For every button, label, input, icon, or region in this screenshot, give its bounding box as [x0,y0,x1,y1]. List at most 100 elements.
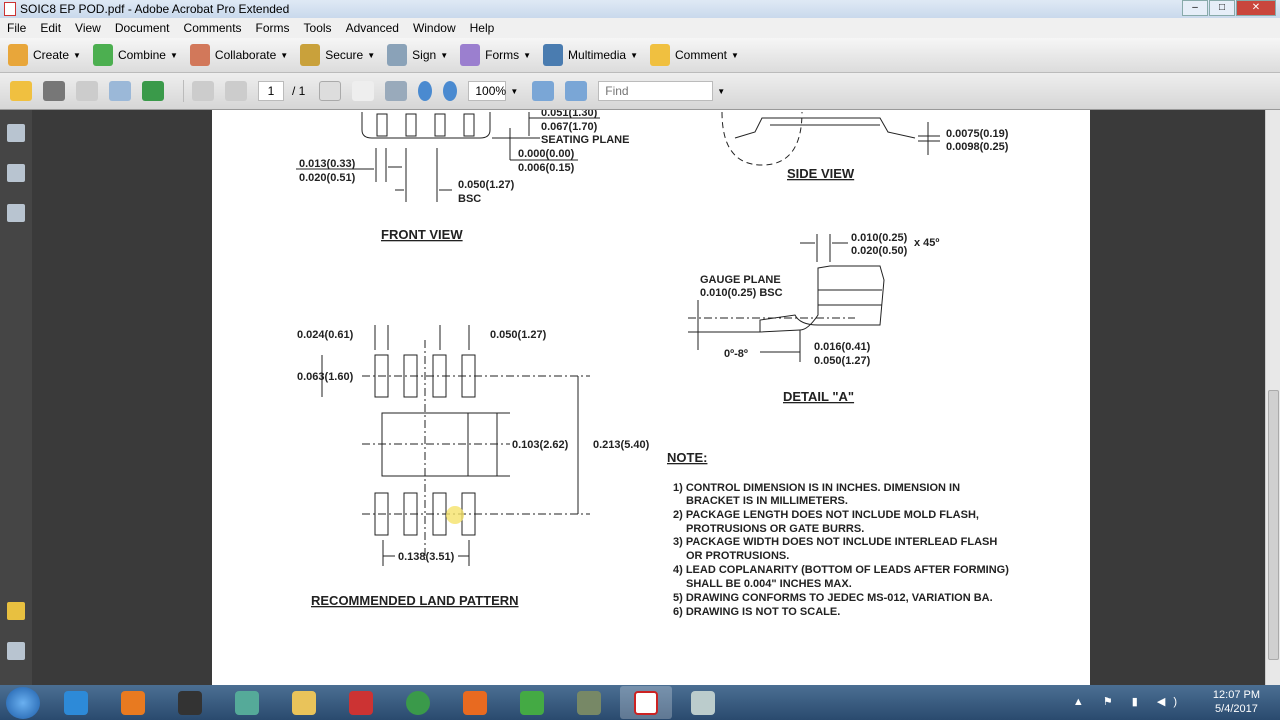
front-dim-3a: 0.013(0.33) [299,158,356,170]
print-icon[interactable] [43,81,65,101]
taskbar-explorer[interactable] [278,686,330,719]
minimize-button[interactable]: – [1182,0,1208,16]
taskbar-pads[interactable] [563,686,615,719]
clock[interactable]: 12:07 PM 5/4/2017 [1213,688,1260,716]
note-line: 1) CONTROL DIMENSION IS IN INCHES. DIMEN… [673,482,960,494]
zoom-dropdown-icon[interactable]: ▼ [510,86,519,96]
menu-view[interactable]: View [75,21,101,35]
package-drawing: 0.051(1.30) 0.067(1.70) SEATING PLANE 0.… [296,107,1009,618]
task-multimedia-button[interactable]: Multimedia▼ [543,44,638,66]
cursor-highlight [446,506,464,524]
open-icon[interactable] [10,81,32,101]
collaborate-icon [189,44,210,66]
taskbar-acrobat[interactable] [620,686,672,719]
attachments-icon[interactable] [7,642,25,660]
marquee-zoom-icon[interactable] [385,81,408,101]
menu-bar: File Edit View Document Comments Forms Tools Ad… [0,18,1280,38]
pad-width-dim: 0.024(0.61) [297,329,354,341]
side-view-title: SIDE VIEW [787,166,855,181]
taskbar-calculator[interactable] [677,686,729,719]
clock-date: 5/4/2017 [1215,703,1258,715]
task-forms-button[interactable]: Forms▼ [460,44,531,66]
task-create-button[interactable]: Create▼ [8,44,81,66]
menu-help[interactable]: Help [469,21,495,35]
taskbar-snip[interactable] [221,686,273,719]
seating-plane-label: SEATING PLANE [541,134,629,146]
fit-width-icon[interactable] [532,81,555,101]
note-line: PROTRUSIONS OR GATE BURRS. [686,523,864,535]
menu-file[interactable]: File [7,21,27,35]
pages-icon[interactable] [7,124,25,142]
page-total: / 1 [292,84,306,98]
start-button[interactable] [6,686,40,719]
front-dim-4b: BSC [458,193,481,205]
taskbar-chrome[interactable] [392,686,444,719]
gauge-plane-label: GAUGE PLANE [700,274,781,286]
bookmarks-icon[interactable] [7,164,25,182]
signatures-icon[interactable] [7,204,25,222]
menu-window[interactable]: Window [412,21,456,35]
zoom-in-icon[interactable] [443,81,458,101]
note-line: 6) DRAWING IS NOT TO SCALE. [673,606,840,618]
clock-time: 12:07 PM [1212,689,1260,701]
combine-icon [92,44,113,66]
previous-page-icon[interactable] [192,81,214,101]
taskbar-app3[interactable] [506,686,558,719]
task-combine-button[interactable]: Combine▼ [92,44,178,66]
email-icon[interactable] [109,81,131,101]
task-collaborate-button[interactable]: Collaborate▼ [189,44,288,66]
menu-edit[interactable]: Edit [40,21,62,35]
task-sign-button[interactable]: Sign▼ [387,44,448,66]
comments-icon[interactable] [7,602,25,620]
front-dim-1b: 0.067(1.70) [541,121,598,133]
taskbar-ie[interactable] [50,686,102,719]
select-tool-icon[interactable] [319,81,342,101]
side-dim-b: 0.0098(0.25) [946,141,1009,153]
system-tray[interactable]: ▲ ⚑ ▮ ◀) [1072,696,1185,708]
menu-comments[interactable]: Comments [183,21,242,35]
scrollbar-thumb[interactable] [1268,390,1279,660]
create-icon [8,44,28,66]
pad-pitch-dim: 0.050(1.27) [490,329,547,341]
menu-forms[interactable]: Forms [255,21,290,35]
taskbar-app[interactable] [164,686,216,719]
page-number-input[interactable]: 1 [258,81,284,101]
zoom-out-icon[interactable] [418,81,433,101]
land-pattern-title: RECOMMENDED LAND PATTERN [311,593,519,608]
taskbar-app2[interactable] [449,686,501,719]
note-line: 3) PACKAGE WIDTH DOES NOT INCLUDE INTERL… [673,536,997,548]
pad-height-dim: 0.063(1.60) [297,371,354,383]
tasks-toolbar: Create▼Combine▼Collaborate▼Secure▼Sign▼F… [0,38,1280,73]
chevron-down-icon: ▼ [169,50,178,60]
chevron-down-icon: ▼ [73,50,81,60]
menu-advanced[interactable]: Advanced [345,21,399,35]
save-icon[interactable] [76,81,98,101]
chevron-down-icon: ▼ [367,50,376,60]
zoom-level-input[interactable]: 100% [468,81,507,101]
menu-document[interactable]: Document [114,21,170,35]
gauge-plane-dim: 0.010(0.25) BSC [700,287,783,299]
task-comment-button[interactable]: Comment▼ [649,44,739,66]
find-dropdown-icon[interactable]: ▼ [717,86,726,96]
maximize-button[interactable]: □ [1209,0,1235,16]
comment-icon [649,44,670,66]
detail-dim-2a: 0.016(0.41) [814,341,871,353]
close-button[interactable]: ✕ [1236,0,1276,16]
note-line: OR PROTRUSIONS. [686,550,789,562]
menu-tools[interactable]: Tools [303,21,332,35]
taskbar-media[interactable] [107,686,159,719]
hand-tool-icon[interactable] [352,81,375,101]
task-label: Collaborate [214,48,277,62]
task-secure-button[interactable]: Secure▼ [300,44,375,66]
vertical-scrollbar[interactable] [1265,110,1280,685]
taskbar: ▲ ⚑ ▮ ◀) 12:07 PM 5/4/2017 [0,685,1280,720]
upload-icon[interactable] [142,81,164,101]
fit-page-icon[interactable] [565,81,588,101]
next-page-icon[interactable] [225,81,247,101]
find-input[interactable] [598,81,714,101]
forms-icon [460,44,481,66]
task-label: Forms [485,48,520,62]
taskbar-altium[interactable] [335,686,387,719]
pdf-page: 0.051(1.30) 0.067(1.70) SEATING PLANE 0.… [212,107,1090,685]
chamfer-label: x 45º [914,237,939,249]
